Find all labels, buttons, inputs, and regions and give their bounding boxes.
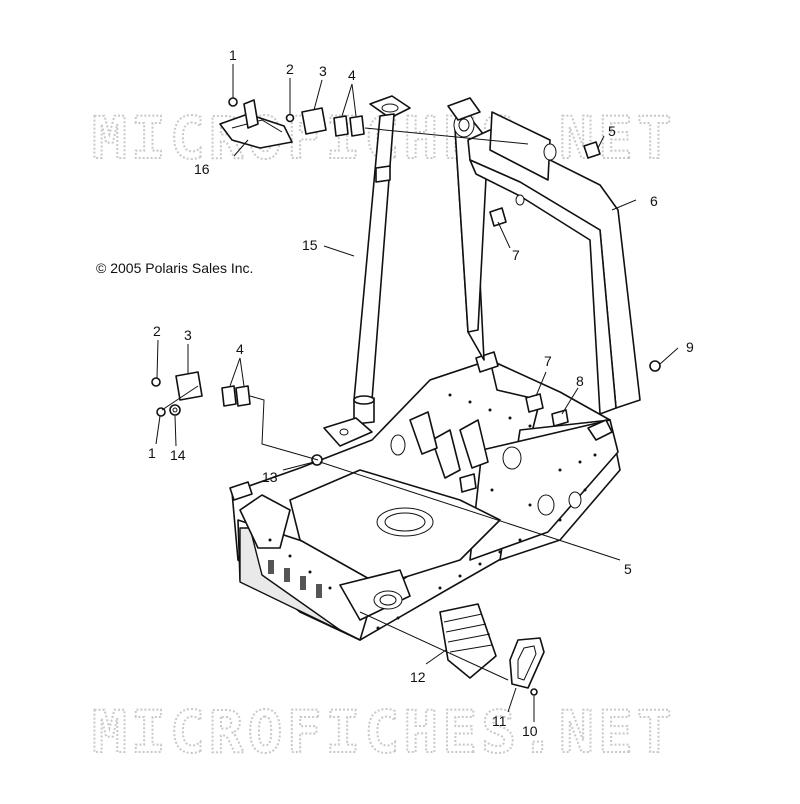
upper-bracket-16 — [219, 99, 293, 149]
callout-15: 15 — [302, 237, 318, 253]
callout-labels: 1 2 3 4 5 6 7 15 16 9 7 8 2 3 4 1 14 13 … — [148, 47, 694, 739]
watermark-bottom: MICROFICHES.NET — [92, 698, 676, 766]
callout-5-lower: 5 — [624, 561, 632, 577]
callout-7-top: 7 — [512, 247, 520, 263]
chassis-frame — [229, 351, 621, 641]
retainer-ring-11-hole — [517, 645, 537, 681]
callout-4-top: 4 — [348, 67, 356, 83]
callout-10: 10 — [522, 723, 538, 739]
screw-2-left — [151, 377, 161, 387]
callout-3-top: 3 — [319, 63, 327, 79]
screw-10 — [530, 688, 538, 696]
callout-5-top: 5 — [608, 123, 616, 139]
callout-16: 16 — [194, 161, 210, 177]
callout-1-left: 1 — [148, 445, 156, 461]
clamp-3-top — [301, 107, 327, 135]
leader-lines — [155, 64, 679, 722]
callout-3-left: 3 — [184, 327, 192, 343]
nut-9 — [649, 360, 661, 372]
callout-1-top: 1 — [229, 47, 237, 63]
callout-8: 8 — [576, 373, 584, 389]
callout-12: 12 — [410, 669, 426, 685]
callout-7-right: 7 — [544, 353, 552, 369]
clip-7-top — [489, 207, 507, 227]
callout-6: 6 — [650, 193, 658, 209]
roll-bar-hoop — [447, 97, 641, 415]
callout-2-left: 2 — [153, 323, 161, 339]
callout-2-top: 2 — [286, 61, 294, 77]
nut-1-left — [156, 407, 166, 417]
screw-2-top — [285, 113, 295, 123]
callout-4-left: 4 — [236, 341, 244, 357]
callout-11: 11 — [492, 713, 507, 729]
boot-12 — [439, 603, 497, 679]
clip-7-right — [525, 393, 544, 413]
bolt-8 — [551, 409, 569, 427]
callout-13: 13 — [262, 469, 278, 485]
bushing-4a-top — [333, 115, 349, 137]
nut-1-top — [228, 97, 238, 107]
bushing-4b-top — [349, 115, 365, 137]
copyright-text: © 2005 Polaris Sales Inc. — [96, 260, 253, 276]
bolt-5-lower — [459, 473, 477, 493]
steering-post-strut — [323, 95, 411, 447]
clamp-3-left — [175, 371, 203, 401]
bushing-4a-left — [221, 385, 237, 407]
washer-14-hole — [172, 407, 178, 413]
callout-14: 14 — [170, 447, 186, 463]
bolt-5-top — [583, 141, 601, 159]
callout-9: 9 — [686, 339, 694, 355]
bushing-4b-left — [235, 385, 251, 407]
